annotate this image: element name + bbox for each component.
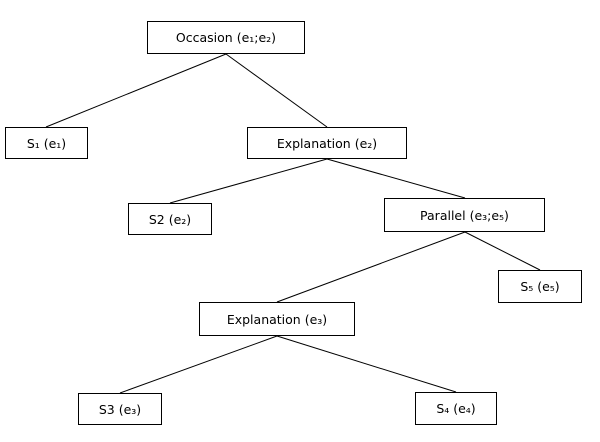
node-s3: S3 (e₃) (78, 393, 162, 425)
node-s5: S₅ (e₅) (498, 270, 582, 303)
node-explanation-top: Explanation (e₂) (247, 127, 407, 159)
edge-occasion-explanation-top (225, 53, 328, 128)
edge-explanation-bottom-s3 (119, 335, 278, 394)
edge-parallel-s5 (464, 231, 541, 271)
edge-occasion-s1 (45, 53, 227, 128)
edge-explanation-bottom-s4 (276, 335, 457, 393)
node-s1: S₁ (e₁) (5, 127, 88, 159)
node-parallel: Parallel (e₃;e₅) (384, 198, 545, 232)
node-explanation-bottom: Explanation (e₃) (199, 302, 355, 336)
edge-explanation-top-s2 (169, 158, 328, 204)
edge-parallel-explanation-bottom (276, 231, 466, 303)
node-s4: S₄ (e₄) (415, 392, 497, 425)
node-s2: S2 (e₂) (128, 203, 212, 235)
edge-explanation-top-parallel (326, 158, 466, 199)
node-occasion: Occasion (e₁;e₂) (147, 21, 305, 54)
